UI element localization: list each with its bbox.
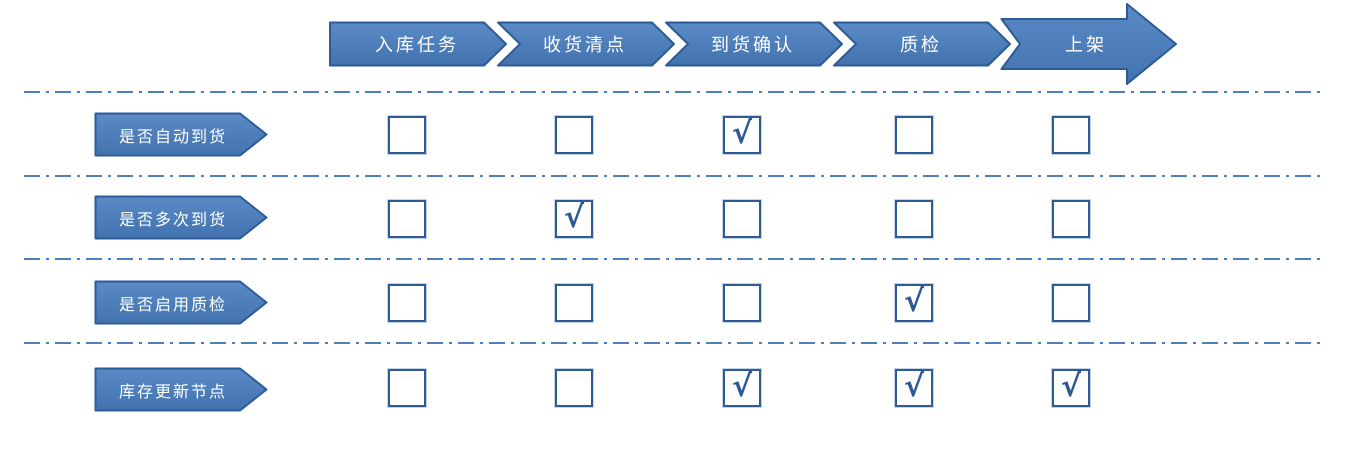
checkbox[interactable]: √	[555, 200, 593, 238]
checkbox[interactable]	[555, 116, 593, 154]
checkbox[interactable]: √	[723, 116, 761, 154]
dashed-separator	[24, 91, 1322, 93]
checkbox[interactable]	[895, 116, 933, 154]
checkbox[interactable]	[388, 284, 426, 322]
flow-step-receiving-count: 收货清点	[496, 21, 676, 67]
checkbox[interactable]	[388, 369, 426, 407]
row-label-auto-arrival: 是否自动到货	[94, 112, 268, 157]
checkbox[interactable]	[723, 200, 761, 238]
right-arrow-shape	[1000, 3, 1177, 85]
flow-step-arrival-confirm: 到货确认	[664, 21, 844, 67]
checkbox[interactable]: √	[1052, 369, 1090, 407]
row-label-enable-qc: 是否启用质检	[94, 280, 268, 325]
pentagon-shape	[94, 367, 268, 412]
pentagon-shape	[94, 112, 268, 157]
checkbox[interactable]	[1052, 200, 1090, 238]
checkbox[interactable]	[555, 369, 593, 407]
dashed-separator	[24, 342, 1322, 344]
checkbox[interactable]	[723, 284, 761, 322]
pentagon-shape	[94, 195, 268, 240]
checkbox[interactable]	[1052, 116, 1090, 154]
checkbox[interactable]	[388, 116, 426, 154]
dashed-separator	[24, 258, 1322, 260]
checkbox[interactable]	[1052, 284, 1090, 322]
row-label-multiple-arrivals: 是否多次到货	[94, 195, 268, 240]
checkbox[interactable]: √	[723, 369, 761, 407]
dashed-separator	[24, 175, 1322, 177]
checkbox[interactable]	[895, 200, 933, 238]
chevron-shape	[833, 21, 1011, 67]
checkbox[interactable]: √	[895, 369, 933, 407]
flow-step-quality-check: 质检	[832, 21, 1012, 67]
pentagon-shape	[329, 21, 507, 67]
checkbox[interactable]	[388, 200, 426, 238]
chevron-shape	[665, 21, 843, 67]
row-label-inventory-update-node: 库存更新节点	[94, 367, 268, 412]
chevron-shape	[497, 21, 675, 67]
checkbox[interactable]	[555, 284, 593, 322]
flow-step-putaway: 上架	[1000, 2, 1178, 86]
flow-step-inbound-task: 入库任务	[328, 21, 508, 67]
pentagon-shape	[94, 280, 268, 325]
checkbox[interactable]: √	[895, 284, 933, 322]
